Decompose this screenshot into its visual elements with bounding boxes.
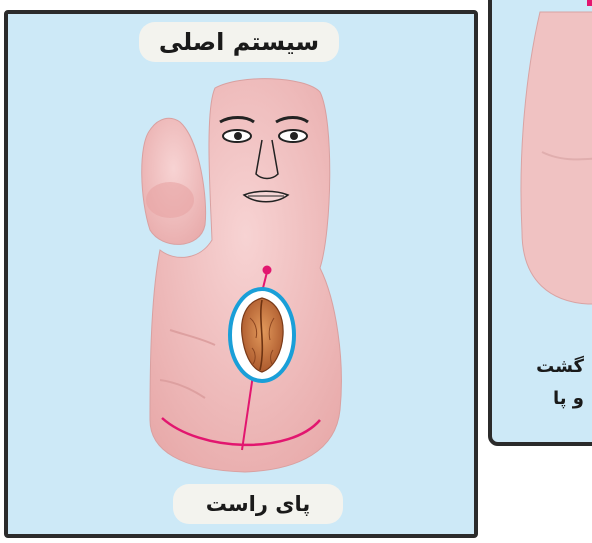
side-label-line2: و پا [553,388,584,409]
thumb-shape [142,118,206,244]
page-title: سیستم اصلی [139,22,339,62]
side-label-line1: گشت [536,356,584,377]
caption-label: پای راست [173,484,343,524]
marker-dot [263,266,272,275]
